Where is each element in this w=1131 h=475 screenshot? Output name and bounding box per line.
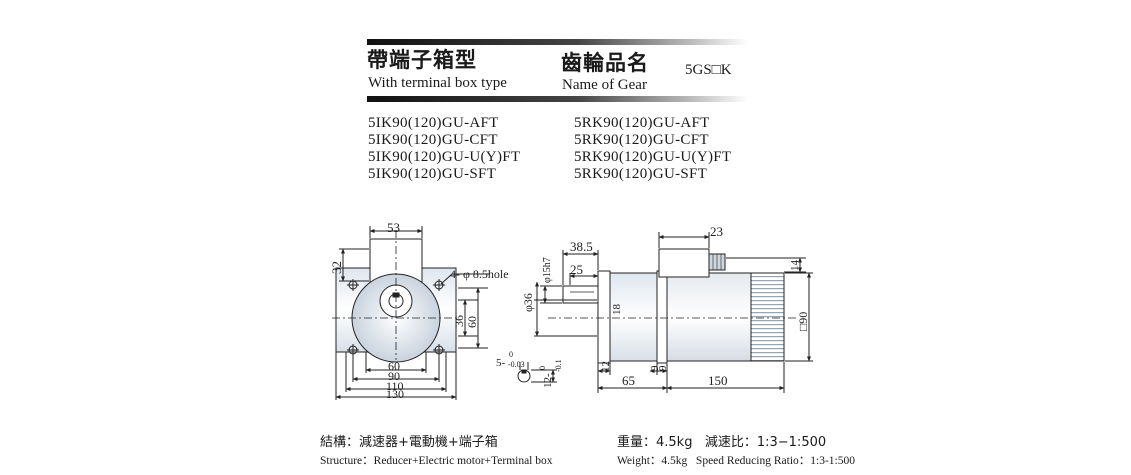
dim-square-90: □90: [796, 312, 810, 331]
dim-150: 150: [708, 373, 728, 388]
weight-cjk: 重量：4.5kg 減速比：1:3−1:500: [617, 435, 827, 450]
front-view: [332, 226, 490, 400]
model-item: 5IK90(120)GU-U(Y)FT: [368, 149, 521, 165]
model-item: 5RK90(120)GU-AFT: [574, 115, 710, 131]
dim-14: 14: [789, 260, 801, 272]
type-title-en: With terminal box type: [368, 75, 507, 91]
weight-en: Weight：4.5kg Speed Reducing Ratio：1:3-1:…: [617, 455, 855, 467]
model-list-rk: 5RK90(120)GU-AFT 5RK90(120)GU-CFT 5RK90(…: [574, 115, 731, 183]
dim-32: 32: [329, 261, 344, 274]
dim-36-front: 36: [452, 315, 466, 327]
motor-flange: [656, 270, 668, 364]
dim-18: 18: [611, 304, 623, 316]
side-view: [534, 232, 813, 393]
hole-note: 4- φ 8.5hole: [450, 267, 509, 281]
flange-side: [597, 270, 611, 364]
dim-12: 12: [600, 361, 612, 372]
dim-9-a: 9: [649, 365, 661, 371]
dim-60-bottom: 60: [388, 359, 400, 373]
dim-65: 65: [622, 373, 635, 388]
dim-60-vertical: 60: [465, 316, 479, 328]
dim-phi15h7: φ15h7: [542, 257, 553, 283]
dim-38-5: 38.5: [570, 239, 593, 254]
dim-23: 23: [710, 224, 723, 239]
key-height: 12-: [542, 373, 554, 388]
model-item: 5RK90(120)GU-U(Y)FT: [574, 149, 732, 165]
model-item: 5IK90(120)GU-AFT: [368, 115, 499, 131]
model-item: 5RK90(120)GU-SFT: [574, 166, 708, 182]
gear-title-cjk: 齒輪品名: [561, 51, 649, 75]
model-item: 5IK90(120)GU-CFT: [368, 132, 498, 148]
dim-130: 130: [386, 387, 404, 401]
type-title-cjk: 帶端子箱型: [367, 48, 477, 72]
key-width-tol-upper: 0: [509, 350, 513, 359]
gear-model: 5GS□K: [685, 62, 732, 78]
terminal-box-side: [658, 248, 710, 278]
dim-110: 110: [386, 379, 404, 393]
key-detail: [517, 362, 557, 383]
model-list-ik: 5IK90(120)GU-AFT 5IK90(120)GU-CFT 5IK90(…: [368, 115, 520, 183]
dim-53: 53: [387, 220, 400, 235]
motor-fins: [750, 272, 785, 362]
gearbox-side: [609, 272, 658, 362]
dim-9-b: 9: [657, 365, 669, 371]
motor-body: [666, 272, 752, 362]
header-bottom-rule: [367, 96, 748, 102]
dim-phi36: φ36: [521, 293, 535, 312]
center-lines: [332, 230, 460, 360]
model-item: 5RK90(120)GU-CFT: [574, 132, 709, 148]
key-height-tol-lower: -0.1: [554, 359, 563, 372]
gear-title-en: Name of Gear: [562, 77, 647, 93]
structure-cjk: 結構：減速器+電動機+端子箱: [320, 435, 498, 450]
key-width: 5-: [496, 357, 506, 369]
key-height-tol-upper: 0: [538, 366, 547, 370]
structure-en: Structure：Reducer+Electric motor+Termina…: [320, 455, 553, 467]
model-item: 5IK90(120)GU-SFT: [368, 166, 497, 182]
dim-25: 25: [570, 262, 583, 277]
header-top-rule: [367, 39, 748, 45]
dim-90: 90: [388, 369, 400, 383]
key-width-tol-lower: -0.03: [508, 360, 525, 369]
